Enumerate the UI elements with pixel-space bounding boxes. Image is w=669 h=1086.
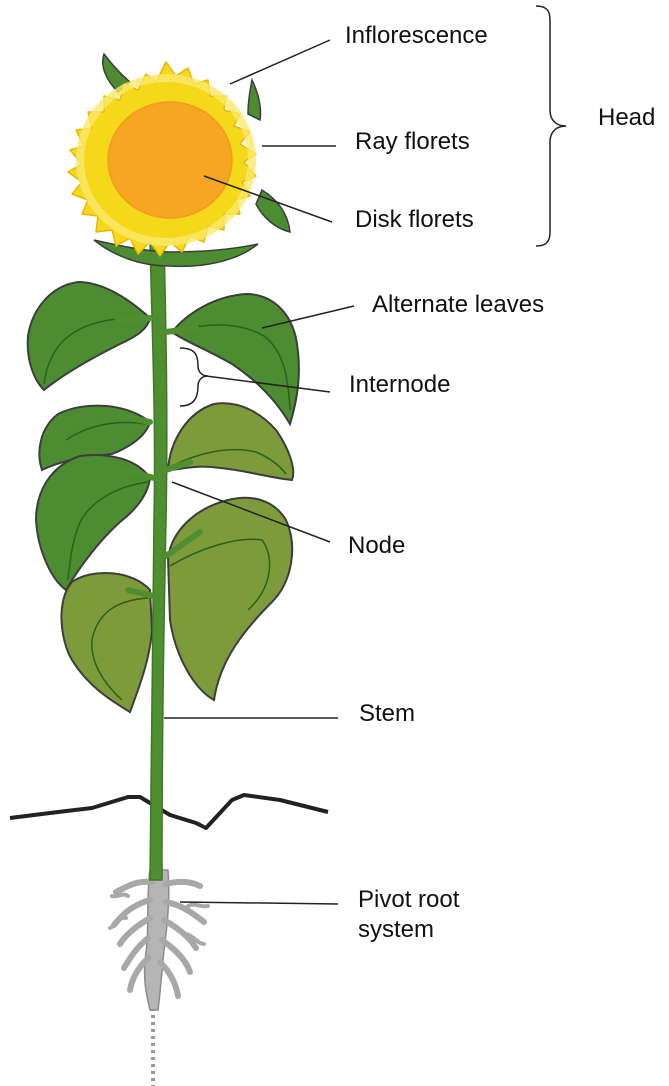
label-node: Node	[348, 531, 405, 561]
label-head: Head	[598, 103, 655, 133]
label-stem: Stem	[359, 699, 415, 729]
leaf-upper-left	[28, 282, 150, 390]
label-alternate-leaves: Alternate leaves	[372, 290, 544, 320]
leaf-lower-right	[168, 498, 292, 700]
label-pivot-root-line1: Pivot root	[358, 885, 558, 915]
head-bracket	[536, 6, 566, 246]
internode-bracket	[180, 348, 208, 406]
leaf-middle-right	[168, 403, 293, 480]
stem	[150, 240, 167, 880]
label-pivot-root-line2: system	[358, 915, 558, 945]
ground-line	[10, 795, 328, 828]
label-pivot-root-system: Pivot root system	[358, 885, 558, 945]
disk-florets-center	[108, 102, 232, 218]
label-disk-florets: Disk florets	[355, 205, 474, 235]
root-system	[110, 870, 208, 1010]
label-ray-florets: Ray florets	[355, 127, 470, 157]
label-internode: Internode	[349, 370, 450, 400]
label-inflorescence: Inflorescence	[345, 21, 488, 51]
